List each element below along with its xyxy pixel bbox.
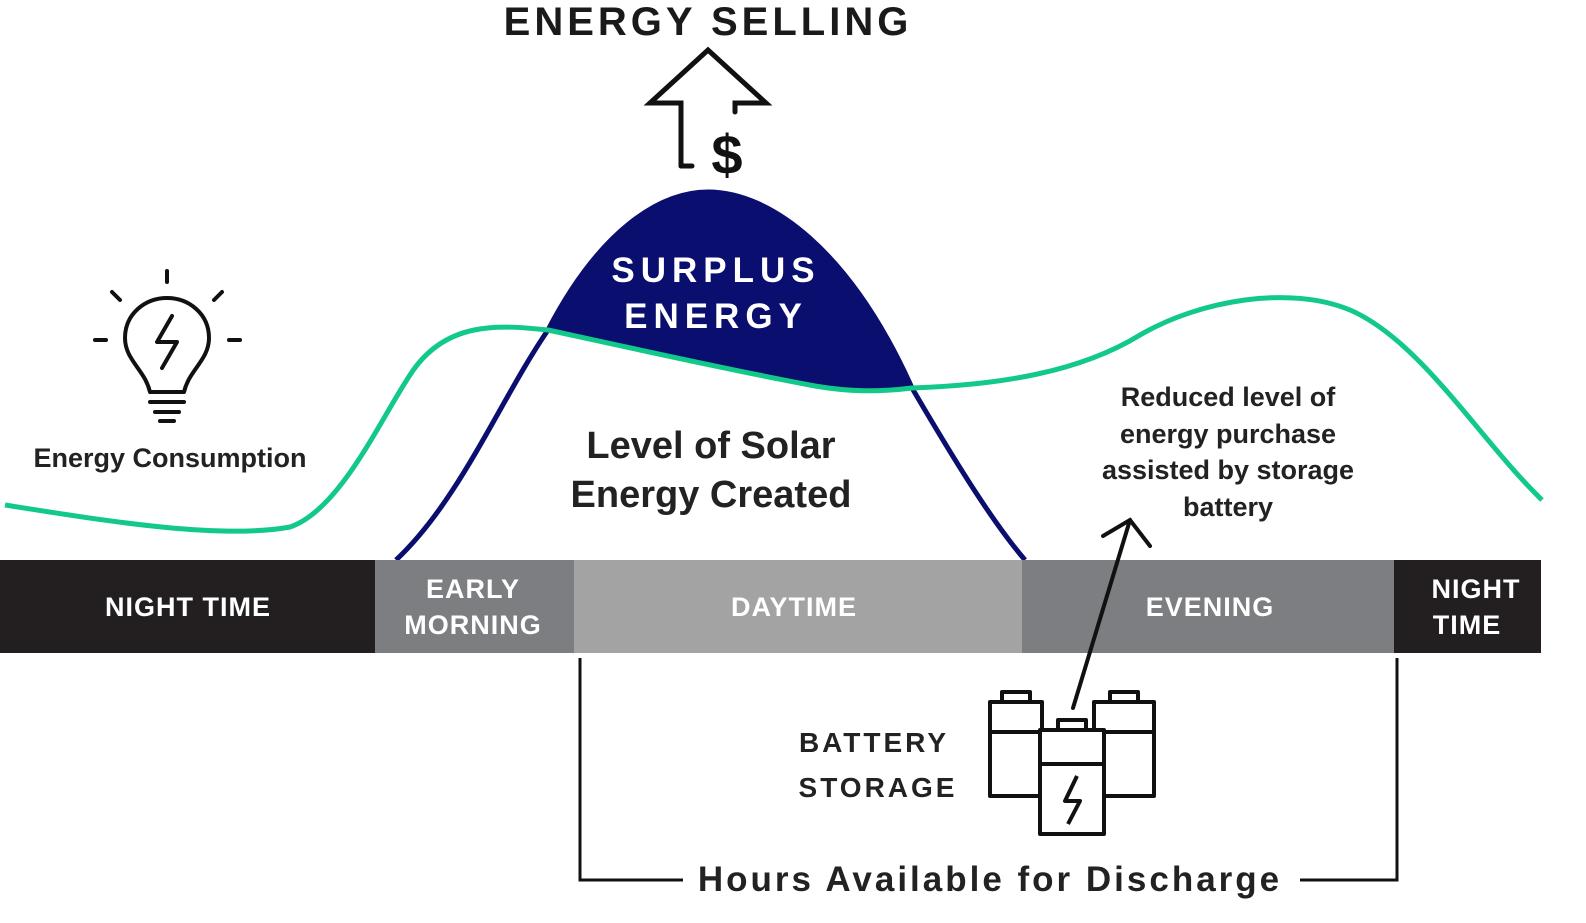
timeline-segment-night xyxy=(0,560,375,653)
reduced-label-line1: Reduced level of xyxy=(1121,382,1337,412)
discharge-arrow xyxy=(1071,517,1152,710)
timeline-label-night: NIGHT TIME xyxy=(105,592,271,622)
surplus-region xyxy=(548,192,912,391)
solar-curve xyxy=(394,189,1027,562)
consumption-curve xyxy=(4,295,1544,534)
surplus-label-line2: ENERGY xyxy=(624,297,808,336)
timeline-segment-early-morning xyxy=(375,560,574,653)
battery-label-line1: BATTERY xyxy=(799,727,949,758)
timeline-label-early-1: EARLY xyxy=(426,574,520,604)
timeline-segment-evening xyxy=(1022,560,1394,653)
solar-label-line1: Level of Solar xyxy=(586,425,835,467)
energy-selling-title: ENERGY SELLING xyxy=(504,0,913,44)
timeline-label-night-end-1: NIGHT xyxy=(1432,574,1521,604)
up-arrow-icon xyxy=(643,46,773,169)
timeline-segment-daytime xyxy=(574,560,1022,653)
reduced-label-line4: battery xyxy=(1183,492,1273,522)
reduced-label-line3: assisted by storage xyxy=(1102,455,1354,485)
reduced-label-line2: energy purchase xyxy=(1120,419,1336,449)
battery-label-line2: STORAGE xyxy=(799,772,958,803)
dollar-icon: $ xyxy=(711,123,742,186)
timeline-segment-night-end xyxy=(1394,560,1541,653)
timeline-bar: NIGHT TIME EARLY MORNING DAYTIME EVENING… xyxy=(0,560,1541,653)
solar-label-line2: Energy Created xyxy=(571,474,852,516)
timeline-label-daytime: DAYTIME xyxy=(731,592,857,622)
light-bulb-icon xyxy=(93,269,242,423)
hours-available-label: Hours Available for Discharge xyxy=(698,860,1282,899)
timeline-label-night-end-2: TIME xyxy=(1433,610,1502,640)
surplus-label-line1: SURPLUS xyxy=(611,251,820,290)
battery-icon xyxy=(988,690,1156,836)
energy-consumption-label: Energy Consumption xyxy=(33,443,306,473)
timeline-label-early-2: MORNING xyxy=(404,610,542,640)
timeline-label-evening: EVENING xyxy=(1146,592,1275,622)
hours-bracket xyxy=(578,658,1399,882)
